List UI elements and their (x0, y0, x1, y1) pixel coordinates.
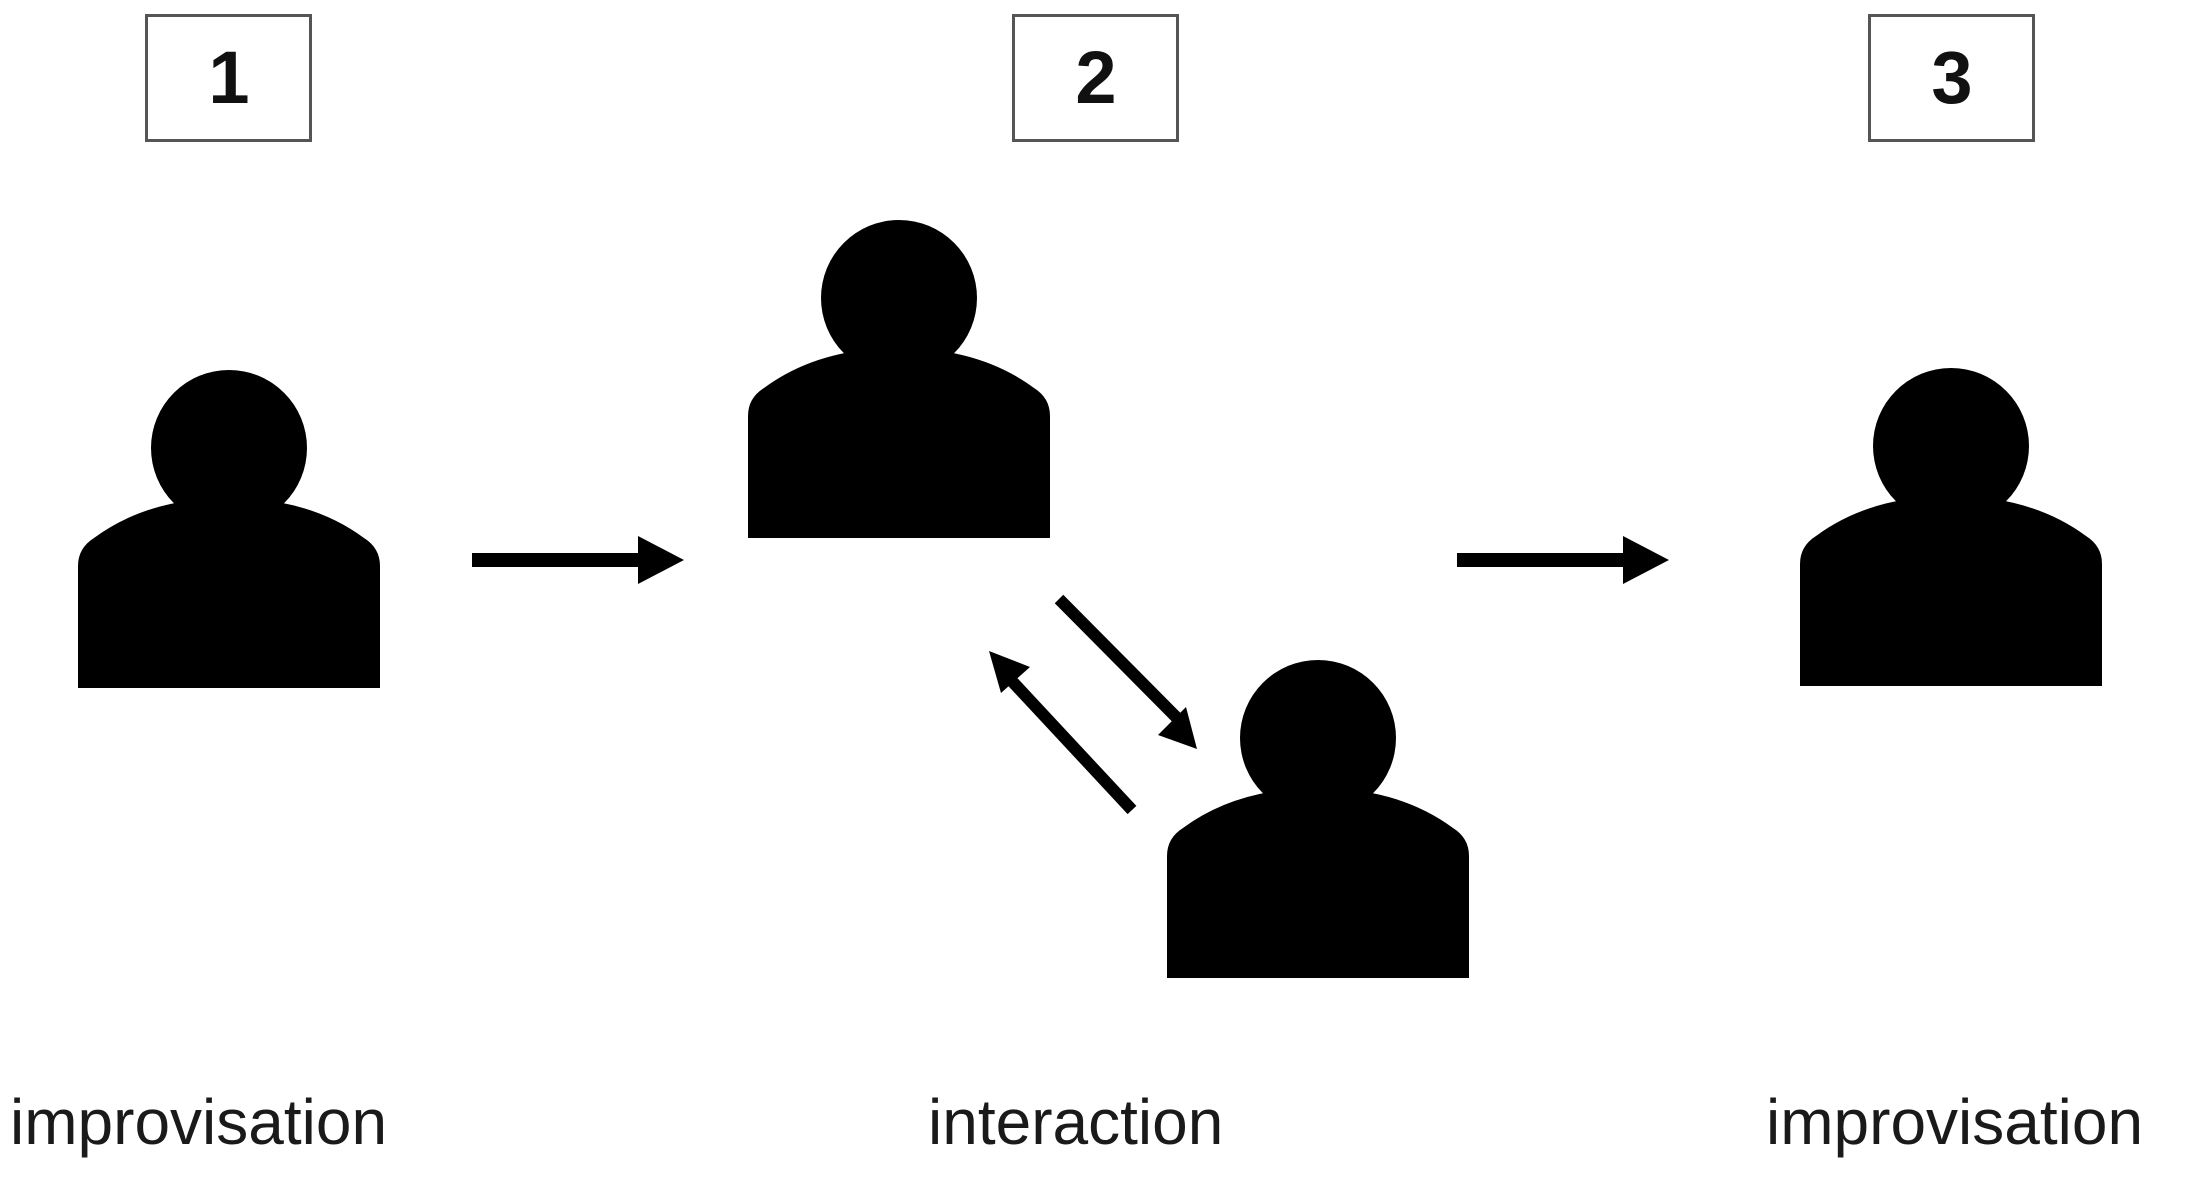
arrow-right-icon-step2-step3 (1457, 536, 1669, 584)
step-number-label-1: 1 (208, 36, 249, 119)
person-icon-step2-actor-b (1167, 660, 1469, 978)
person-icon-step2-actor-a (748, 220, 1050, 538)
person-icon-step1 (78, 370, 380, 688)
person-icon-step3 (1800, 368, 2102, 686)
step-caption-3: improvisation (1766, 1086, 2144, 1158)
step-caption-2: interaction (928, 1086, 1224, 1158)
step-number-label-3: 3 (1931, 36, 1972, 119)
arrow-right-icon-step1-step2 (472, 536, 684, 584)
arrow-up-left-icon (975, 645, 1155, 825)
step-number-label-2: 2 (1075, 36, 1116, 119)
arrow-down-right-icon (1040, 585, 1220, 765)
step-number-box-3: 3 (1868, 14, 2035, 142)
step-number-box-1: 1 (145, 14, 312, 142)
step-number-box-2: 2 (1012, 14, 1179, 142)
step-caption-1: improvisation (10, 1086, 388, 1158)
